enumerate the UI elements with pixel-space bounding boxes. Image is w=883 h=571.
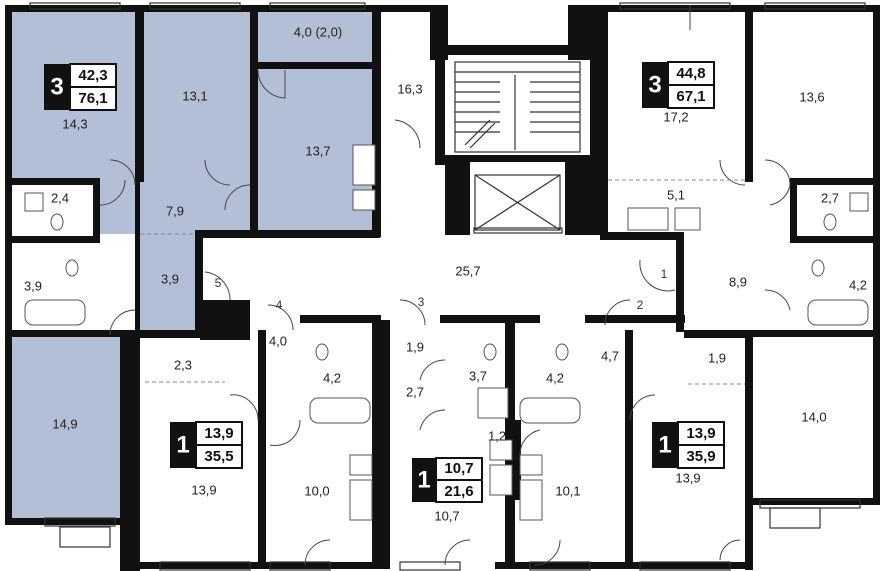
- room-area: 4,2: [546, 370, 564, 385]
- room-area: 7,9: [166, 203, 184, 218]
- room-area: 4,7: [601, 348, 619, 363]
- room-area: 10,7: [434, 508, 459, 523]
- room-area: 14,3: [62, 116, 87, 131]
- apartment-rooms: 1: [417, 466, 430, 493]
- toilet-icon: [65, 259, 79, 277]
- bathtub-icon: [24, 299, 86, 326]
- apartment-living-area: 13,9: [686, 425, 715, 442]
- apartment-badge[interactable]: 3 42,3 76,1: [44, 63, 117, 111]
- door-number: 3: [418, 295, 425, 309]
- room-area: 2,3: [174, 357, 192, 372]
- door-numbers: 5 4 3 2 1: [215, 267, 668, 312]
- toilet-icon: [555, 343, 569, 361]
- bathtub-icon: [807, 299, 869, 326]
- room-labels: 14,3 13,1 4,0 (2,0) 13,7 16,3 17,2 13,6 …: [24, 24, 867, 523]
- room-area: 14,9: [52, 416, 77, 431]
- room-area: 13,9: [191, 482, 216, 497]
- room-area: 14,0: [801, 409, 826, 424]
- bathtub-icon: [309, 397, 371, 424]
- apartment-badge[interactable]: 1 10,7 21,6: [412, 457, 483, 503]
- sink-icon: [627, 207, 669, 231]
- walls: [5, 5, 880, 571]
- apartment-total-area: 76,1: [78, 90, 107, 107]
- room-area: 5,1: [667, 187, 685, 202]
- stove-icon: [674, 207, 701, 231]
- apartment-living-area: 42,3: [78, 67, 107, 84]
- bathtub-icon: [519, 397, 581, 424]
- room-area: 13,6: [799, 89, 824, 104]
- room-area: 13,9: [675, 470, 700, 485]
- room-area: 4,0 (2,0): [294, 24, 342, 39]
- windows: [29, 2, 866, 571]
- room-area: 17,2: [663, 109, 688, 124]
- room-area: 4,0: [269, 333, 287, 348]
- sink-icon: [24, 192, 44, 212]
- room-area: 3,9: [161, 271, 179, 286]
- shower-icon: [477, 387, 509, 419]
- room-area: 3,9: [24, 278, 42, 293]
- apartment-rooms: 1: [658, 431, 671, 458]
- door-number: 5: [215, 276, 222, 290]
- door-number: 1: [661, 267, 668, 281]
- toilet-icon: [823, 213, 837, 231]
- highlight-corridor: [140, 234, 200, 334]
- apartment-rooms: 3: [648, 71, 661, 98]
- sink-icon: [849, 192, 869, 212]
- door-number: 4: [276, 298, 283, 312]
- room-area: 2,7: [821, 190, 839, 205]
- stove-icon: [352, 144, 376, 186]
- room-area: 10,1: [555, 483, 580, 498]
- highlight-lower: [10, 334, 140, 520]
- apartment-rooms: 1: [176, 431, 189, 458]
- room-area: 4,2: [849, 277, 867, 292]
- room-area: 25,7: [455, 263, 480, 278]
- zone-dividers: [140, 179, 745, 385]
- room-area: 4,2: [323, 370, 341, 385]
- sink-icon: [489, 439, 513, 461]
- room-area: 1,2: [488, 428, 506, 443]
- room-area: 13,1: [182, 88, 207, 103]
- room-area: 2,7: [406, 384, 424, 399]
- room-area: 2,4: [51, 190, 69, 205]
- toilet-icon: [811, 259, 825, 277]
- door-swings: [99, 5, 791, 566]
- toilet-icon: [315, 343, 329, 361]
- sink-icon: [352, 189, 376, 211]
- fixtures: [24, 144, 869, 521]
- apartment-total-area: 35,9: [686, 448, 715, 465]
- room-area: 1,9: [406, 339, 424, 354]
- toilet-icon: [483, 343, 497, 361]
- room-area: 1,9: [708, 350, 726, 365]
- room-area: 3,7: [469, 368, 487, 383]
- apartment-living-area: 10,7: [444, 460, 473, 477]
- staircase: [454, 61, 581, 234]
- apartment-badge[interactable]: 3 44,8 67,1: [642, 61, 715, 109]
- apartment-living-area: 44,8: [676, 65, 705, 82]
- room-area: 10,0: [304, 483, 329, 498]
- sink-icon: [519, 454, 543, 476]
- apartment-badge[interactable]: 1 13,9 35,5: [170, 421, 243, 469]
- room-area: 8,9: [729, 274, 747, 289]
- stove-icon: [349, 479, 373, 521]
- room-area: 16,3: [397, 81, 422, 96]
- apartment-badge[interactable]: 1 13,9 35,9: [652, 421, 725, 469]
- sink-icon: [349, 454, 373, 476]
- apartment-total-area: 67,1: [676, 88, 705, 105]
- toilet-icon: [50, 213, 64, 231]
- apartment-rooms: 3: [50, 73, 63, 100]
- apartment-living-area: 13,9: [204, 425, 233, 442]
- stove-icon: [489, 464, 513, 496]
- highlighted-apartment-area[interactable]: [10, 10, 380, 520]
- door-number: 2: [637, 298, 644, 312]
- apartment-total-area: 21,6: [444, 483, 473, 500]
- apartment-total-area: 35,5: [204, 448, 233, 465]
- room-area: 13,7: [305, 143, 330, 158]
- stove-icon: [519, 479, 543, 521]
